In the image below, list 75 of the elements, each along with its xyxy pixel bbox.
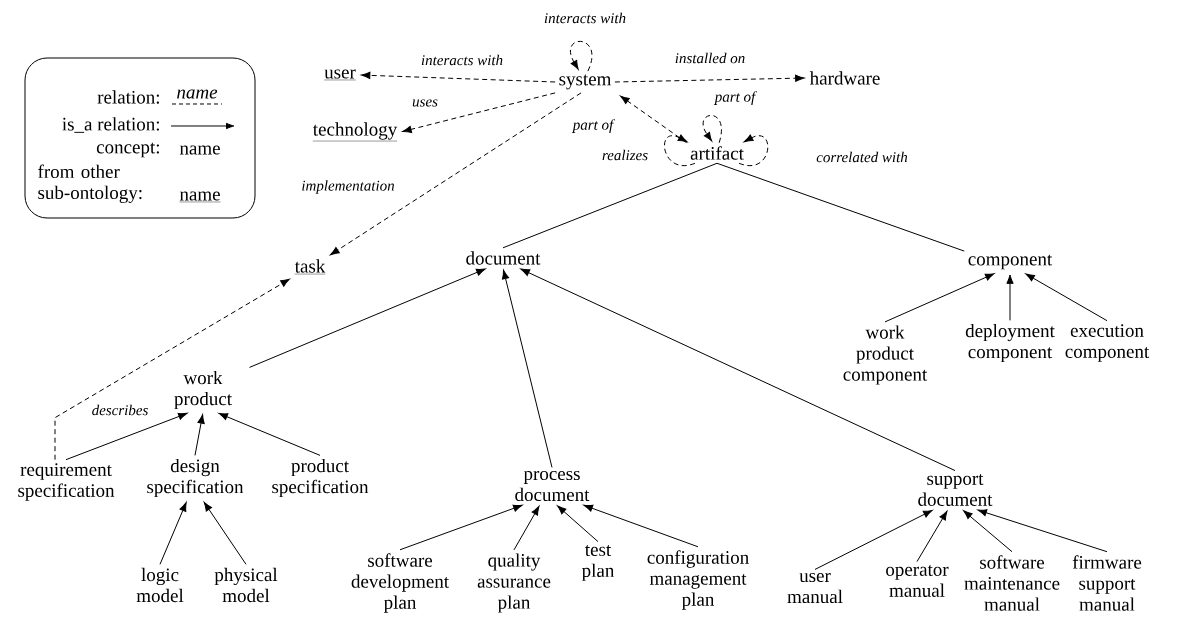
edge-label: uses (410, 97, 440, 109)
concept-label: hardware (809, 71, 880, 85)
edge-label: correlated with (814, 150, 910, 164)
is-a-arrow (159, 502, 187, 565)
is-a-arrow (65, 412, 188, 461)
concept-label: software development plan (351, 553, 449, 613)
concept-label: requirement specification (18, 463, 115, 501)
concept-label: configuration management plan (647, 550, 749, 610)
is-a-arrow (583, 504, 699, 548)
is-a-arrow (814, 509, 933, 570)
concept-label: logic model (136, 567, 184, 603)
edge-label: implementation (299, 178, 397, 196)
concept-label: design specification (147, 458, 244, 498)
concept-label: support document (918, 474, 993, 506)
relation-arrow (402, 92, 556, 133)
legend-label: is_a relation: (62, 117, 159, 133)
is-a-arrow (513, 505, 540, 551)
edge-label: describes (90, 403, 150, 417)
relation-arrow (569, 40, 593, 72)
concept-label: user (324, 69, 357, 81)
legend-label: from other sub-ontology: (38, 164, 142, 203)
tree-line (716, 162, 965, 252)
concept-label: firmware support manual (1072, 555, 1142, 611)
is-a-arrow (1006, 274, 1014, 321)
concept-label: physical model (214, 567, 278, 603)
relation-arrow (330, 92, 582, 256)
edge-label: interacts with (542, 11, 628, 25)
concept-label: work product component (843, 325, 928, 385)
edge-label: installed on (673, 51, 747, 65)
is-a-arrow (884, 273, 995, 323)
is-a-arrow (399, 504, 523, 551)
relation-arrow (54, 278, 290, 461)
concept-label: task (294, 259, 326, 275)
relation-arrow (360, 71, 556, 83)
is-a-arrow (520, 268, 956, 472)
concept-label: product specification (272, 458, 369, 498)
concept-label: software maintenance manual (964, 555, 1060, 611)
concept-label: process document (515, 470, 590, 502)
concept-label: deployment component (965, 323, 1055, 363)
concept-label: operator manual (886, 565, 949, 597)
concept-label: execution component (1065, 324, 1150, 362)
concept-label: test plan (581, 545, 615, 581)
relation-arrow (620, 95, 688, 144)
is-a-arrow (203, 501, 247, 565)
relation-sample: name (171, 89, 223, 105)
is-a-arrow (501, 269, 553, 468)
is-a-arrow (249, 268, 486, 368)
concept-label: component (968, 254, 1053, 270)
relation-arrow (614, 74, 805, 83)
edge-label: part of (571, 117, 615, 135)
relation-arrow (702, 114, 722, 144)
concept-label: document (466, 251, 541, 265)
edge-label: realizes (600, 148, 650, 162)
concept-label: work product (174, 370, 232, 410)
legend-label: concept: (96, 142, 159, 158)
concept-label: quality assurance plan (477, 553, 551, 613)
edge-label: part of (713, 89, 757, 107)
concept-label: technology (312, 122, 398, 142)
relation-arrow (738, 134, 769, 166)
is-a-arrow (1025, 273, 1108, 322)
edge-label: interacts with (419, 53, 505, 67)
is-a-arrow (218, 412, 321, 456)
legend-label: relation: (97, 90, 159, 104)
relation-arrow (663, 134, 696, 166)
is-a-arrow (977, 509, 1108, 553)
is-a-arrow (916, 510, 948, 563)
concept-label: system (559, 74, 612, 90)
is-a-arrow (557, 505, 599, 543)
is-a-arrow (963, 510, 1013, 553)
concept-label: user manual (787, 572, 843, 604)
tree-line (502, 162, 718, 249)
is-a-arrow (194, 414, 205, 456)
legend-sample: name (179, 145, 220, 155)
legend-sample: name (179, 191, 221, 203)
concept-label: artifact (690, 146, 744, 160)
